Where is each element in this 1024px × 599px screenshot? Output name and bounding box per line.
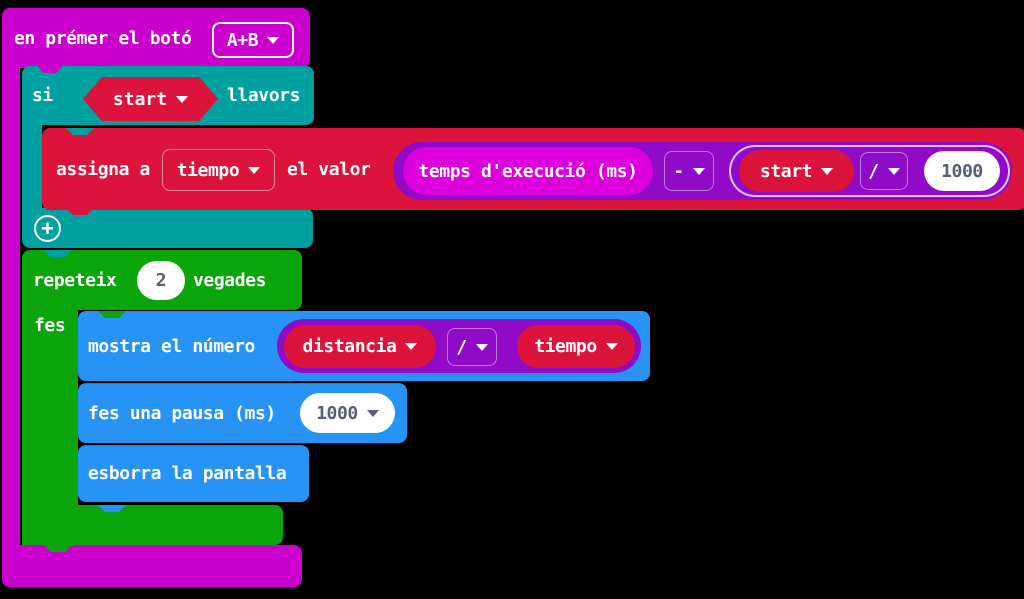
variable-pill-start[interactable]: start <box>739 150 854 192</box>
dropdown-arrow-icon <box>887 167 900 175</box>
operator-dropdown-value: / <box>868 160 879 182</box>
dropdown-arrow-icon <box>267 36 280 44</box>
operator-dropdown-value: / <box>456 336 467 358</box>
variable-dropdown[interactable]: tiempo <box>162 149 275 191</box>
running-time-block[interactable]: temps d'execució (ms) <box>403 147 653 195</box>
repeat-label: repeteix <box>33 269 117 291</box>
button-dropdown[interactable]: A+B <box>212 22 294 58</box>
number-input-value: 1000 <box>941 160 983 182</box>
dropdown-arrow-icon <box>821 167 834 175</box>
repeat-block-left-spine[interactable] <box>22 300 78 545</box>
button-dropdown-value: A+B <box>226 29 259 51</box>
notch-bump <box>43 545 73 552</box>
event-block-left-spine[interactable] <box>2 8 20 587</box>
if-label: si <box>32 85 53 106</box>
repeat-do-label: fes <box>34 314 66 336</box>
repeat-block-footer[interactable] <box>22 505 283 545</box>
repeat-count-input[interactable]: 2 <box>137 261 185 300</box>
pause-label: fes una pausa (ms) <box>88 402 276 424</box>
dropdown-arrow-icon <box>692 167 705 175</box>
block-seam <box>78 382 407 384</box>
expand-else-icon[interactable]: + <box>34 215 61 242</box>
variable-pill-value: start <box>759 160 813 182</box>
variable-pill-tiempo[interactable]: tiempo <box>517 325 635 368</box>
notch-bump <box>37 66 63 73</box>
dropdown-arrow-icon <box>366 409 379 417</box>
running-time-label: temps d'execució (ms) <box>418 160 638 182</box>
pause-duration-value: 1000 <box>316 402 358 424</box>
number-input-1000[interactable]: 1000 <box>924 151 1000 191</box>
operator-dropdown-value: - <box>673 160 684 182</box>
if-block-footer[interactable] <box>22 208 313 248</box>
clear-screen-label: esborra la pantalla <box>88 463 287 484</box>
show-number-label: mostra el número <box>88 335 255 357</box>
repeat-times-label: vegades <box>193 269 267 291</box>
set-variable-to-label: el valor <box>287 158 371 180</box>
repeat-count-value: 2 <box>155 270 167 291</box>
variable-dropdown-value: tiempo <box>176 159 240 181</box>
notch-bump <box>97 505 127 512</box>
dropdown-arrow-icon <box>248 166 261 174</box>
event-block-header[interactable] <box>2 8 310 68</box>
dropdown-arrow-icon <box>605 343 618 350</box>
if-block-left-spine[interactable] <box>22 118 42 216</box>
block-seam <box>78 444 309 446</box>
condition-variable-name: start <box>112 88 168 110</box>
variable-pill-distancia[interactable]: distancia <box>284 325 436 368</box>
variable-pill-value: tiempo <box>534 336 597 357</box>
notch-bump <box>43 250 73 257</box>
event-block-footer[interactable] <box>2 545 302 587</box>
notch-bump <box>97 311 127 318</box>
event-block-label: en prémer el botó <box>14 27 192 49</box>
operator-dropdown-divide[interactable]: / <box>860 152 908 190</box>
notch-bump <box>65 128 95 135</box>
clear-screen-block[interactable] <box>78 445 309 502</box>
dropdown-arrow-icon <box>176 95 189 103</box>
dropdown-arrow-icon <box>405 343 418 350</box>
variable-pill-value: distancia <box>302 336 397 357</box>
then-label: llavors <box>227 85 301 106</box>
operator-dropdown-minus[interactable]: - <box>664 151 714 191</box>
operator-dropdown-divide[interactable]: / <box>447 328 497 366</box>
pause-duration-dropdown[interactable]: 1000 <box>300 393 395 433</box>
condition-variable-block[interactable]: start <box>83 77 218 121</box>
set-variable-label: assigna a <box>56 158 150 180</box>
dropdown-arrow-icon <box>475 343 488 351</box>
notch-bump <box>65 208 95 215</box>
